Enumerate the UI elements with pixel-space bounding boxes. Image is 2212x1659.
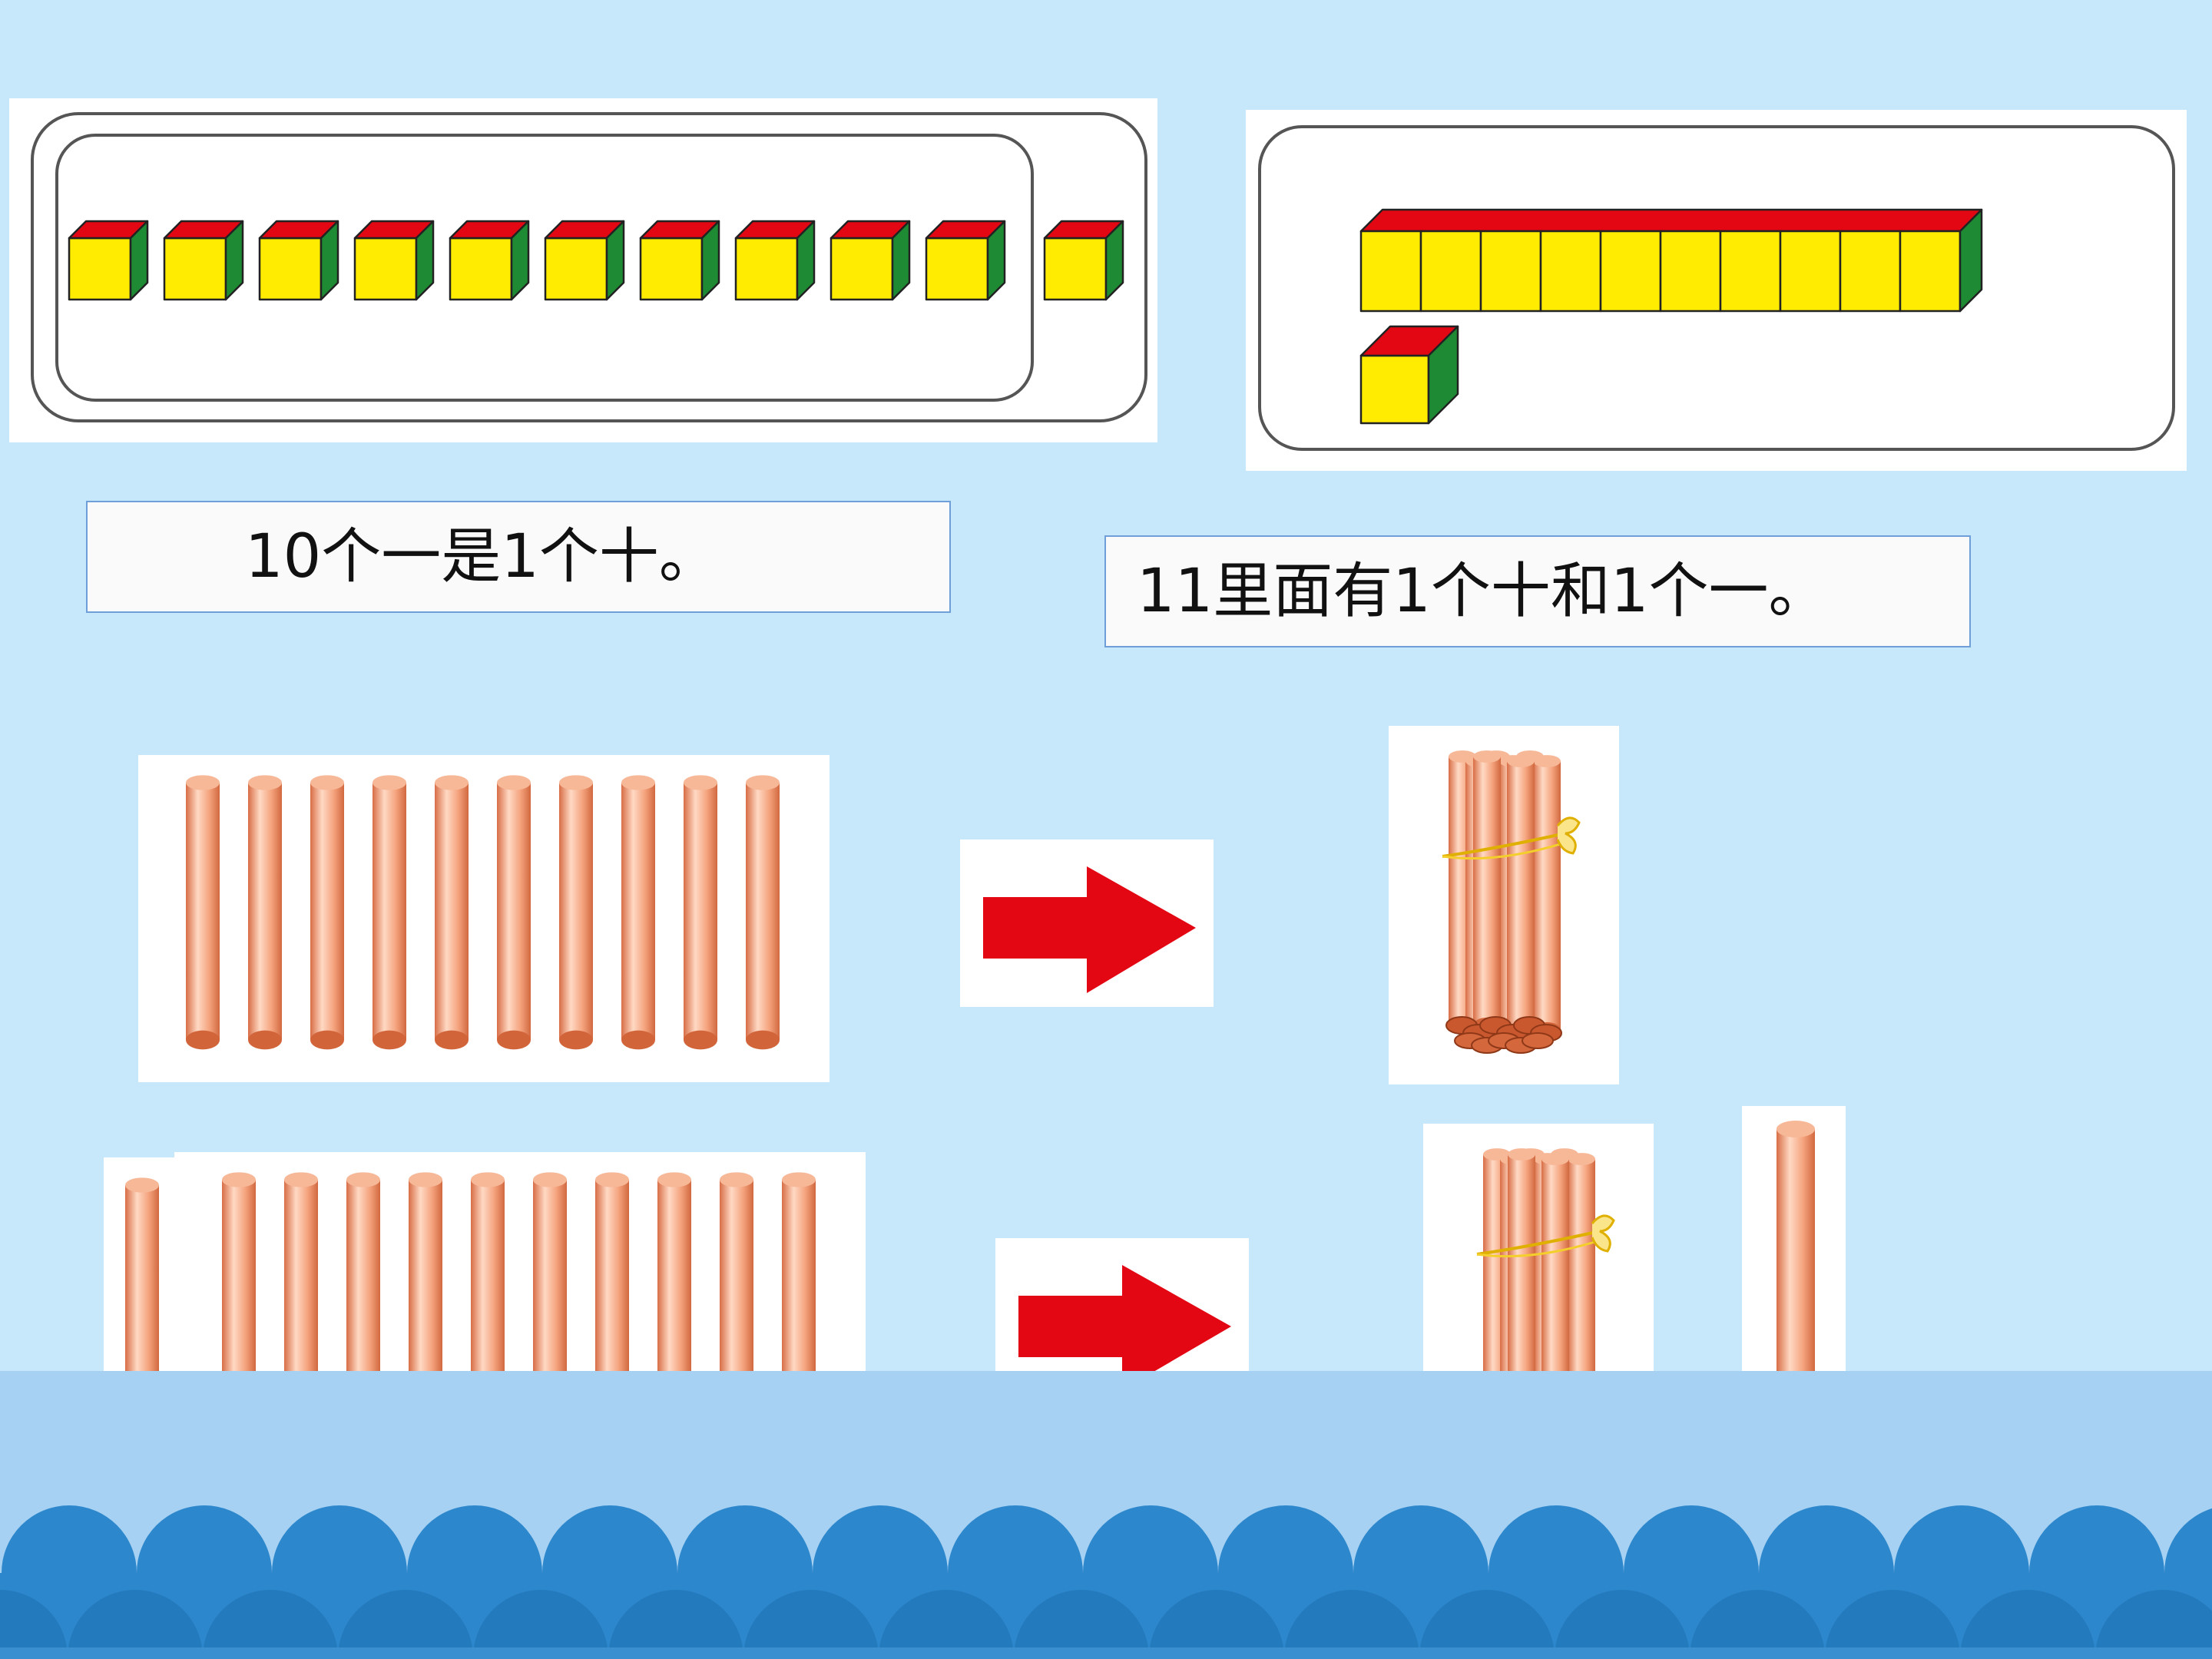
- loose-sticks-top: [186, 775, 780, 1050]
- cubes-row-illustration: [31, 112, 1147, 422]
- stick-icon: [310, 775, 344, 1050]
- wave-decoration: [0, 1505, 2212, 1659]
- ten-rod-icon: [1359, 208, 1983, 313]
- stick-icon: [435, 775, 469, 1050]
- stick-icon: [186, 775, 220, 1050]
- stick-icon: [1473, 750, 1501, 1034]
- cube-icon: [1359, 325, 1459, 425]
- cube-icon: [353, 220, 435, 301]
- stick-icon: [684, 775, 717, 1050]
- bundle-panel-top: [1389, 726, 1619, 1084]
- caption-eleven: 11里面有1个十和1个一。: [1104, 535, 1971, 647]
- cubes-row-panel: [9, 98, 1157, 442]
- cube-icon: [449, 220, 530, 301]
- cube-icon: [1043, 220, 1124, 301]
- stick-icon: [248, 775, 282, 1050]
- cube-icon: [544, 220, 625, 301]
- stick-icon: [1507, 755, 1535, 1038]
- cube-icon: [734, 220, 816, 301]
- caption-eleven-text: 11里面有1个十和1个一。: [1137, 557, 1829, 626]
- cube-icon: [258, 220, 339, 301]
- cube-icon: [830, 220, 911, 301]
- caption-ten-ones: 10个一是1个十。: [86, 501, 951, 613]
- cube-icon: [639, 220, 720, 301]
- stick-icon: [559, 775, 593, 1050]
- bundle-icon: [1442, 750, 1581, 1054]
- ten-rod-illustration: [1258, 125, 2175, 451]
- arrow-panel-top: [960, 839, 1214, 1007]
- stick-icon: [497, 775, 531, 1050]
- caption-ten-ones-text: 10个一是1个十。: [245, 522, 719, 591]
- stick-icon: [621, 775, 655, 1050]
- loose-sticks-panel-top: [138, 755, 830, 1082]
- cube-icon: [163, 220, 244, 301]
- cube-icon: [925, 220, 1006, 301]
- ten-and-one-panel: [1246, 110, 2187, 471]
- stick-icon: [373, 775, 406, 1050]
- right-arrow-icon: [1018, 1265, 1231, 1390]
- right-arrow-icon: [983, 866, 1196, 993]
- cube-icon: [68, 220, 149, 301]
- stick-icon: [746, 775, 780, 1050]
- stick-icon: [1533, 755, 1561, 1038]
